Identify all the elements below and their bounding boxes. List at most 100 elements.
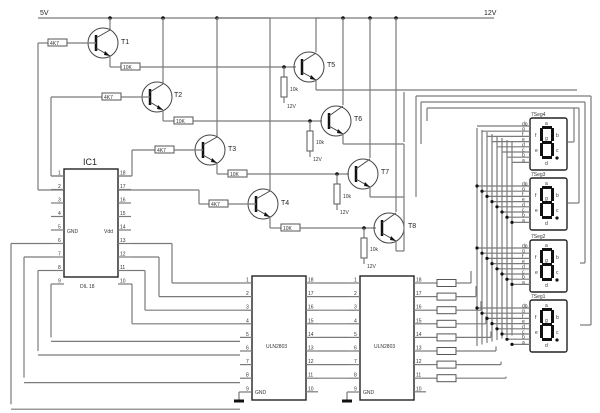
display-pin-label: d (522, 264, 525, 270)
ic1-gnd-label: GND (67, 229, 79, 235)
ic1-pin-label: 18 (120, 171, 126, 177)
junction (480, 189, 484, 193)
uln2-name: ULN2803 (374, 344, 395, 350)
segment-dp (555, 156, 559, 160)
svg-text:g: g (545, 136, 548, 142)
svg-text:f: f (535, 133, 537, 139)
junction (510, 220, 514, 224)
uln-pin-label: 10 (308, 386, 314, 392)
svg-text:g: g (545, 258, 548, 264)
svg-text:d: d (545, 221, 548, 227)
uln-pin-label: 14 (416, 332, 422, 338)
junction (495, 205, 499, 209)
uln-pin-label: 16 (416, 305, 422, 311)
segment-a (542, 186, 552, 189)
segment-e (540, 143, 543, 156)
display-pin-label: b (522, 153, 525, 159)
svg-text:e: e (535, 148, 538, 154)
ic1-pin-label: 16 (120, 198, 126, 204)
uln-pin-label: 1 (354, 278, 357, 284)
svg-text:e: e (535, 208, 538, 214)
svg-text:a: a (545, 181, 548, 187)
t8-label: T8 (408, 223, 416, 230)
t2-label: T2 (174, 92, 182, 99)
svg-text:c: c (556, 208, 559, 214)
ic1-body (63, 168, 119, 278)
junction (490, 200, 494, 204)
display-pin-label: f (522, 192, 524, 198)
transistor-t5: 10k 12V T5 (280, 51, 577, 110)
junction (510, 282, 514, 286)
junction (500, 332, 504, 336)
display-label: 7Seg4 (531, 112, 546, 118)
uln-pin-label: 15 (308, 318, 314, 324)
segment-bus (426, 128, 513, 383)
segment-g (542, 201, 552, 204)
display-pin-label: dp (522, 304, 528, 310)
uln-pin-label: 6 (354, 346, 357, 352)
display-label: 7Seg3 (531, 172, 546, 178)
display-pin-label: g (522, 127, 525, 133)
segment-d (542, 156, 552, 159)
svg-text:12V: 12V (313, 157, 323, 163)
uln-pin-label: 18 (416, 278, 422, 284)
uln-pin-label: 4 (354, 318, 357, 324)
t4-label: T4 (281, 200, 289, 207)
display-pin-label: a (522, 218, 525, 224)
display-pin-label: c (522, 148, 525, 154)
uln-pin-label: 8 (246, 373, 249, 379)
ic1-pin-label: 1 (58, 171, 61, 177)
segment-b (551, 188, 554, 201)
rail-12v-label: 12V (484, 10, 497, 17)
segment-resistor (436, 319, 457, 328)
segment-resistor (436, 279, 457, 287)
svg-text:d: d (545, 283, 548, 289)
display-pin-label: f (522, 314, 524, 320)
uln-pin-label: 5 (246, 332, 249, 338)
t1-label: T1 (121, 39, 129, 46)
display-label: 7Seg1 (531, 294, 546, 300)
uln-pin-label: 14 (308, 332, 314, 338)
junction (475, 246, 479, 250)
uln-pin-label: 13 (416, 346, 422, 352)
display-pin-label: dp (522, 244, 528, 250)
display-pin-label: e (522, 137, 525, 143)
junction (485, 256, 489, 260)
segment-a (542, 126, 552, 129)
uln-pin-label: 11 (308, 373, 313, 379)
uln-pin-label: 9 (354, 386, 357, 392)
segment-f (540, 128, 543, 141)
display-pin-label: e (522, 197, 525, 203)
junction (505, 337, 509, 341)
ic1-pin-label: 17 (120, 184, 126, 190)
svg-text:12V: 12V (287, 104, 297, 110)
display-pin-label: b (522, 275, 525, 281)
ic1-name: IC1 (83, 157, 97, 167)
svg-text:a: a (545, 121, 548, 127)
ic1-vdd-label: Vdd (104, 229, 113, 235)
transistor-t7: 10k 12V T7 (333, 158, 404, 216)
uln-pin-label: 12 (308, 359, 314, 365)
svg-text:a: a (545, 243, 548, 249)
segment-e (540, 325, 543, 338)
display-pin-label: dp (522, 182, 528, 188)
svg-text:10K: 10K (230, 172, 240, 178)
svg-text:10K: 10K (123, 65, 133, 71)
uln-pin-label: 2 (354, 291, 357, 297)
ic1-package: DIL 18 (80, 284, 95, 290)
display-pin-label: f (522, 132, 524, 138)
svg-text:c: c (556, 148, 559, 154)
junction (475, 184, 479, 188)
segment-d (542, 278, 552, 281)
uln-pin-label: 6 (246, 346, 249, 352)
ic1-pin-label: 2 (58, 184, 61, 190)
junction (480, 251, 484, 255)
svg-text:4K7: 4K7 (157, 148, 166, 154)
emitter-resistors: 10K 10K 10K 10K (109, 56, 376, 232)
svg-text:f: f (535, 315, 537, 321)
